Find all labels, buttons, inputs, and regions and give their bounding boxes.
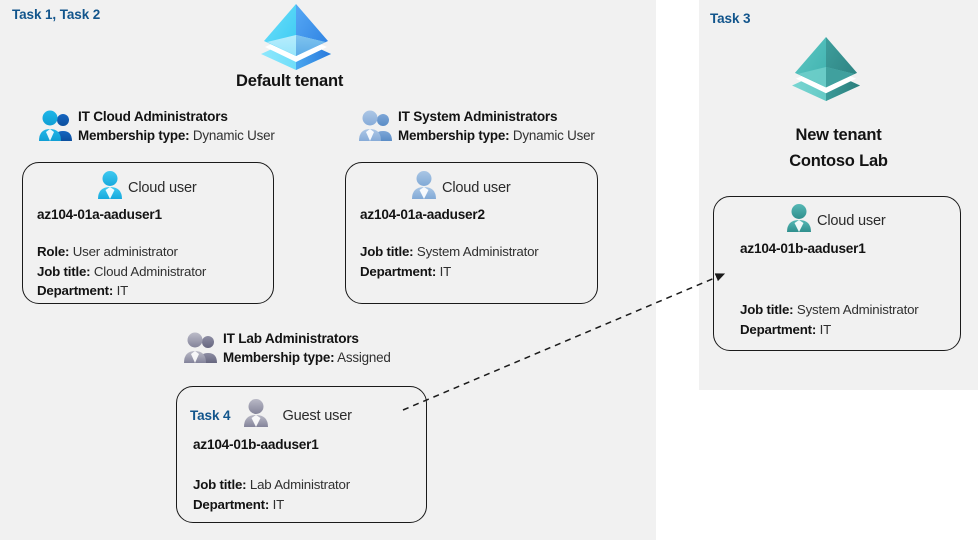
attribute-row: Department: IT <box>740 320 919 340</box>
attribute-label: Job title: <box>193 477 247 492</box>
user-card-az104-01b-aaduser1[interactable]: Cloud user az104-01b-aaduser1 Job title:… <box>713 196 961 351</box>
group-name: IT Cloud Administrators <box>78 109 228 124</box>
group-membership-label: Membership type: <box>398 128 510 143</box>
task-label-4: Task 4 <box>190 408 231 423</box>
task-label-3: Task 3 <box>710 11 751 26</box>
attribute-label: Department: <box>37 283 114 298</box>
group-membership-label: Membership type: <box>223 350 335 365</box>
group-membership-value: Assigned <box>337 350 391 365</box>
attribute-row: Job title: Lab Administrator <box>193 475 350 495</box>
card-header: Cloud user <box>96 170 197 205</box>
user-card-az104-01a-aaduser2[interactable]: Cloud user az104-01a-aaduser2 Job title:… <box>345 162 598 304</box>
guest-user-icon <box>242 398 270 433</box>
card-header: Cloud user <box>785 203 886 238</box>
user-attributes: Job title: System Administrator Departme… <box>740 300 919 339</box>
attribute-value: IT <box>116 283 129 298</box>
group-users-icon <box>358 110 394 148</box>
group-membership-value: Dynamic User <box>512 128 595 143</box>
attribute-label: Job title: <box>740 302 794 317</box>
attribute-row: Role: User administrator <box>37 242 206 262</box>
group-membership-type: Membership type: Dynamic User <box>78 126 275 146</box>
attribute-row: Job title: Cloud Administrator <box>37 262 206 282</box>
attribute-label: Department: <box>193 496 270 512</box>
user-attributes: Role: User administrator Job title: Clou… <box>37 242 206 301</box>
attribute-value: IT <box>819 321 832 337</box>
attribute-value: Lab Administrator <box>249 477 350 492</box>
new-tenant-caption-line1: New tenant <box>795 126 882 144</box>
group-membership-type: Membership type: Assigned <box>223 348 391 368</box>
azure-tenant-icon <box>257 2 335 75</box>
attribute-value: System Administrator <box>416 244 539 259</box>
cloud-user-icon <box>785 203 813 238</box>
user-card-az104-01a-aaduser1[interactable]: Cloud user az104-01a-aaduser1 Role: User… <box>22 162 274 304</box>
group-users-icon <box>183 332 219 370</box>
default-tenant-panel <box>0 0 656 540</box>
attribute-label: Department: <box>740 321 817 337</box>
attribute-row: Department: IT <box>37 281 206 301</box>
user-principal-name: az104-01b-aaduser1 <box>193 437 319 452</box>
group-membership-type: Membership type: Dynamic User <box>398 126 595 146</box>
default-tenant-caption: Default tenant <box>236 72 344 90</box>
user-type-label: Cloud user <box>817 212 886 229</box>
user-attributes: Job title: System Administrator Departme… <box>360 242 539 281</box>
user-type-label: Cloud user <box>442 179 511 196</box>
user-type-label: Cloud user <box>128 179 197 196</box>
attribute-value: User administrator <box>72 244 178 259</box>
attribute-label: Job title: <box>360 244 414 259</box>
attribute-value: Cloud Administrator <box>93 263 207 279</box>
azure-tenant-icon <box>788 35 864 106</box>
task-label-1-2: Task 1, Task 2 <box>12 7 101 22</box>
attribute-row: Job title: System Administrator <box>740 300 919 320</box>
attribute-value: IT <box>439 263 452 279</box>
cloud-user-icon <box>410 170 438 205</box>
attribute-label: Department: <box>360 263 437 279</box>
cloud-user-icon <box>96 170 124 205</box>
attribute-label: Role: <box>37 244 70 259</box>
group-membership-value: Dynamic User <box>192 128 275 143</box>
attribute-row: Department: IT <box>193 495 350 515</box>
new-tenant-caption-line2: Contoso Lab <box>789 152 888 170</box>
user-attributes: Job title: Lab Administrator Department:… <box>193 475 350 514</box>
group-name: IT Lab Administrators <box>223 331 359 346</box>
attribute-label: Job title: <box>37 263 91 279</box>
attribute-row: Job title: System Administrator <box>360 242 539 262</box>
user-principal-name: az104-01a-aaduser1 <box>37 207 162 222</box>
group-users-icon <box>38 110 74 148</box>
group-membership-label: Membership type: <box>78 128 190 143</box>
user-type-label: Guest user <box>282 407 352 424</box>
attribute-row: Department: IT <box>360 262 539 282</box>
user-principal-name: az104-01a-aaduser2 <box>360 207 485 222</box>
attribute-value: System Administrator <box>796 302 919 317</box>
card-header: Task 4 Guest user <box>190 398 352 433</box>
card-header: Cloud user <box>410 170 511 205</box>
attribute-value: IT <box>272 496 285 512</box>
user-card-guest-az104-01b-aaduser1[interactable]: Task 4 Guest user az104-01b-aaduser1 Job… <box>176 386 427 523</box>
user-principal-name: az104-01b-aaduser1 <box>740 241 866 256</box>
group-name: IT System Administrators <box>398 109 558 124</box>
